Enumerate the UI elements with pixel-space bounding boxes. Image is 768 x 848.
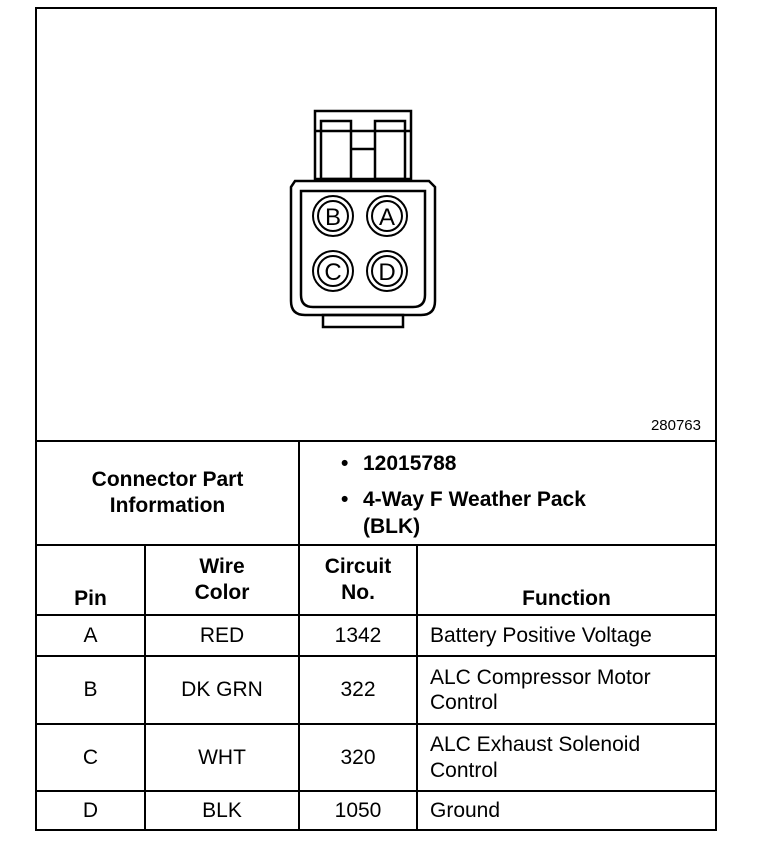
divider [37, 790, 715, 792]
row-a-circuit: 1342 [334, 623, 382, 647]
divider [144, 544, 146, 831]
row-c-circuit: 320 [340, 745, 376, 769]
pin-label-c: C [324, 259, 341, 286]
row-b-circuit: 322 [340, 678, 376, 702]
divider [37, 723, 715, 725]
row-a-pin: A [83, 623, 98, 647]
row-b-function: ALC Compressor Motor Control [430, 665, 651, 714]
divider [298, 544, 300, 831]
connector-housing [289, 179, 437, 317]
figure-reference-number: 280763 [650, 417, 701, 434]
divider [37, 614, 715, 616]
header-pin: Pin [74, 586, 107, 610]
connector-description: 4-Way F Weather Pack (BLK) [363, 488, 586, 538]
pin-label-b: B [325, 204, 341, 231]
connector-info-list: •12015788 •4-Way F Weather Pack (BLK) [341, 451, 641, 540]
header-circuit-no: Circuit No. [324, 554, 392, 604]
header-wire-color: Wire Color [194, 554, 250, 604]
divider [37, 544, 715, 546]
row-c-pin: C [82, 745, 99, 769]
connector-sheet: B A C D 280763 Connector Part Informatio… [35, 7, 717, 831]
row-b-wire-color: DK GRN [181, 678, 263, 702]
divider [416, 544, 418, 831]
pin-label-d: D [378, 259, 395, 286]
connector-info-label: Connector Part Information [91, 467, 244, 517]
row-d-pin: D [82, 798, 99, 822]
connector-diagram: B A C D [289, 109, 437, 329]
row-c-function: ALC Exhaust Solenoid Control [430, 733, 641, 782]
row-d-function: Ground [430, 798, 501, 822]
row-d-wire-color: BLK [202, 798, 242, 822]
connector-info-item: •4-Way F Weather Pack (BLK) [341, 487, 641, 540]
row-a-wire-color: RED [199, 623, 245, 647]
connector-latch [313, 109, 413, 181]
pin-label-a: A [379, 204, 395, 231]
divider [37, 655, 715, 657]
part-number: 12015788 [363, 452, 457, 475]
row-a-function: Battery Positive Voltage [430, 623, 652, 647]
divider [37, 440, 715, 442]
divider [298, 440, 300, 546]
row-d-circuit: 1050 [334, 798, 382, 822]
header-function: Function [522, 586, 611, 610]
connector-info-item: •12015788 [341, 451, 641, 477]
row-b-pin: B [83, 678, 98, 702]
row-c-wire-color: WHT [198, 745, 246, 769]
